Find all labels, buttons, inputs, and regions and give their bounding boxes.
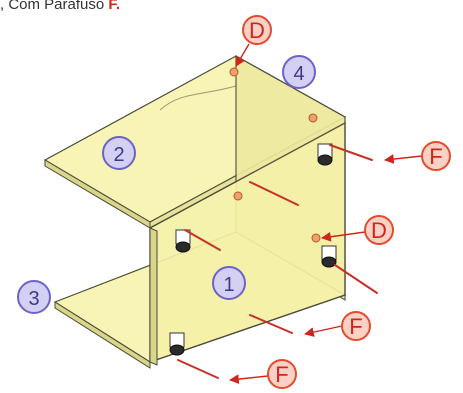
dowel [311,233,321,243]
callout-d-mid: D [364,215,394,245]
callout-d-mid-label: D [371,218,387,243]
dowel [308,113,318,123]
part-label-3: 3 [17,280,51,314]
arrow [321,231,366,242]
callout-f-right-label: F [429,144,442,169]
instruction-caption: , Com Parafuso F. [0,0,120,13]
screws [177,144,378,379]
callout-f-mid: F [341,311,371,341]
arrow [304,325,343,337]
part-2-label: 2 [113,144,124,166]
caster-wheel [321,245,337,268]
callout-d-top: D [242,15,272,45]
callout-f-bottom-label: F [275,362,288,387]
part-1-label: 1 [223,274,234,296]
side-panel [149,121,346,366]
screw [249,181,299,206]
screw [329,144,373,161]
callout-f-bottom: F [267,359,297,389]
part-4-label: 4 [293,63,304,85]
caster-wheel [169,332,185,356]
dowel [233,191,243,201]
callout-f-mid-label: F [349,314,362,339]
screw [184,229,221,251]
dowel [229,67,239,77]
arrow [229,374,269,384]
caster-wheel [317,143,333,166]
screw [334,264,378,294]
arrow [384,154,423,164]
caption-text: , Com Parafuso [0,0,109,13]
part-label-4: 4 [282,55,316,89]
part-3-label: 3 [28,288,39,310]
callout-f-right: F [421,141,451,171]
arrow [235,43,250,67]
caption-highlight: F. [108,0,121,13]
screw [177,359,219,379]
part-label-1: 1 [212,266,246,300]
part-label-2: 2 [102,136,136,170]
caster-wheel [175,229,191,253]
dowels [229,67,321,243]
callout-d-top-label: D [249,18,265,43]
arrows [229,43,423,384]
screw [249,314,293,334]
caster-wheels [169,143,337,356]
